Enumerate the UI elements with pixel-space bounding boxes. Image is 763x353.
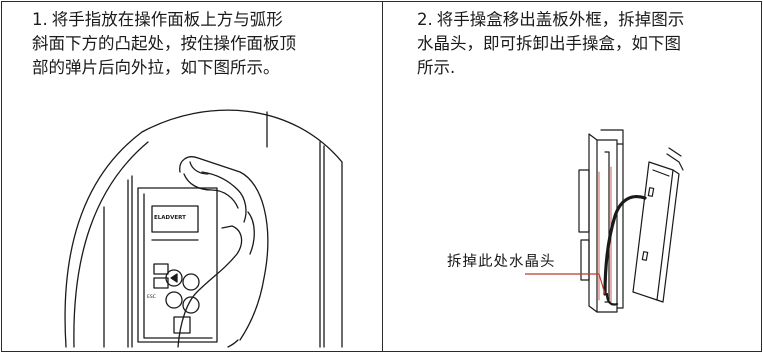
step1-column: 1.将手指放在操作面板上方与弧形 斜面下方的凸起处，按住操作面板顶 部的弹片后向… <box>2 2 382 351</box>
panel-brand-label: ELADVERT <box>154 215 186 221</box>
cable <box>603 194 647 296</box>
step1-number: 1. <box>32 10 48 29</box>
step1-line-1: 1.将手指放在操作面板上方与弧形 <box>32 10 283 29</box>
hand-outline <box>177 225 243 348</box>
housing-outline <box>64 109 343 348</box>
step2-number: 2. <box>417 10 433 29</box>
step2-line-2: 水晶头，即可拆卸出手操盒，如下图 <box>417 34 681 53</box>
step1-text: 1.将手指放在操作面板上方与弧形 斜面下方的凸起处，按住操作面板顶 部的弹片后向… <box>32 8 367 80</box>
step2-text: 2.将手操盒移出盖板外框，拆掉图示 水晶头，即可拆卸出手操盒，如下图 所示. <box>417 8 747 80</box>
cover-frame <box>588 133 598 313</box>
step1-illustration: ELADVERT ESC <box>64 109 343 348</box>
panel-esc-label: ESC <box>147 294 156 300</box>
step2-illustration <box>525 129 684 313</box>
controller-box <box>632 161 674 301</box>
column-divider <box>382 2 383 351</box>
callout-leader <box>525 273 606 295</box>
step2-column: 2.将手操盒移出盖板外框，拆掉图示 水晶头，即可拆卸出手操盒，如下图 所示. <box>383 2 761 351</box>
callout-label: 拆掉此处水晶头 <box>447 254 556 270</box>
step1-line-3: 部的弹片后向外拉，如下图所示。 <box>32 58 280 77</box>
step2-line-3: 所示. <box>417 58 456 77</box>
panel-outline <box>137 187 218 343</box>
step1-line-2: 斜面下方的凸起处，按住操作面板顶 <box>32 34 296 53</box>
step2-line-1: 2.将手操盒移出盖板外框，拆掉图示 <box>417 10 685 29</box>
